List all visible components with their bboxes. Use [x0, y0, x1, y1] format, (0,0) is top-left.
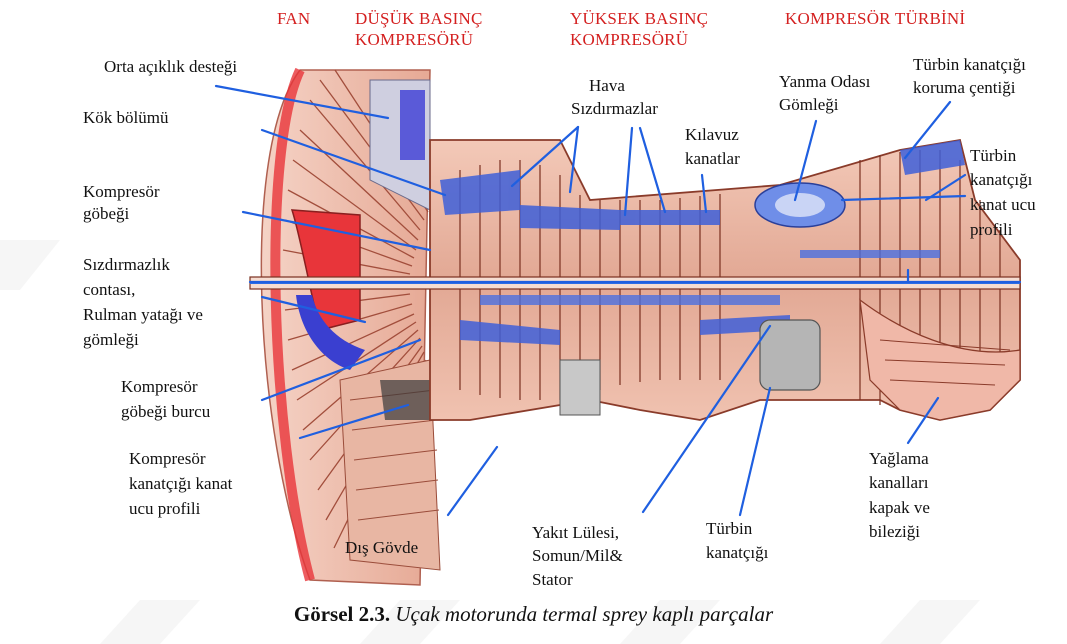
label-kompresor-gobegi-1: Kompresör	[83, 181, 159, 203]
label-yaglama-4: bileziği	[869, 521, 920, 543]
header-turbine: KOMPRESÖR TÜRBİNİ	[785, 8, 965, 30]
label-turbin-profil-2: kanatçığı	[970, 169, 1032, 191]
label-sizdirmazlik-1: Sızdırmazlık	[83, 254, 170, 276]
label-yakit-1: Yakıt Lülesi,	[532, 522, 619, 544]
label-kilavuz-1: Kılavuz	[685, 124, 739, 146]
label-koruma-1: Türbin kanatçığı	[913, 54, 1026, 76]
label-hava-1: Hava	[589, 75, 625, 97]
label-orta-aciklik: Orta açıklık desteği	[104, 56, 237, 78]
label-kilavuz-2: kanatlar	[685, 148, 740, 170]
figure-caption: Görsel 2.3. Uçak motorunda termal sprey …	[0, 602, 1067, 627]
label-kok-bolumu: Kök bölümü	[83, 107, 168, 129]
label-yanma-2: Gömleği	[779, 94, 839, 116]
header-fan: FAN	[277, 8, 310, 30]
header-hpc-line2: KOMPRESÖRÜ	[570, 29, 688, 51]
caption-text: Uçak motorunda termal sprey kaplı parçal…	[395, 602, 773, 626]
label-hava-2: Sızdırmazlar	[571, 98, 658, 120]
label-yanma-1: Yanma Odası	[779, 71, 870, 93]
caption-number: Görsel 2.3.	[294, 602, 390, 626]
label-dis-govde: Dış Gövde	[345, 537, 418, 559]
label-turbin-kanatcigi-2: kanatçığı	[706, 542, 768, 564]
label-turbin-profil-1: Türbin	[970, 145, 1016, 167]
header-hpc-line1: YÜKSEK BASINÇ	[570, 8, 708, 30]
label-kompresor-gobegi-2: göbeği	[83, 203, 129, 225]
label-yakit-2: Somun/Mil&	[532, 545, 623, 567]
label-burcu-1: Kompresör	[121, 376, 197, 398]
label-yaglama-3: kapak ve	[869, 497, 930, 519]
label-yaglama-2: kanalları	[869, 472, 928, 494]
label-burcu-2: göbeği burcu	[121, 401, 210, 423]
label-kanat-ucu-3: ucu profili	[129, 498, 200, 520]
label-yaglama-1: Yağlama	[869, 448, 929, 470]
label-koruma-2: koruma çentiği	[913, 77, 1015, 99]
label-kanat-ucu-2: kanatçığı kanat	[129, 473, 232, 495]
label-turbin-kanatcigi-1: Türbin	[706, 518, 752, 540]
label-sizdirmazlik-4: gömleği	[83, 329, 139, 351]
label-kanat-ucu-1: Kompresör	[129, 448, 205, 470]
label-turbin-profil-4: profili	[970, 219, 1013, 241]
label-turbin-profil-3: kanat ucu	[970, 194, 1036, 216]
header-lpc-line2: KOMPRESÖRÜ	[355, 29, 473, 51]
label-sizdirmazlik-2: contası,	[83, 279, 135, 301]
header-lpc-line1: DÜŞÜK BASINÇ	[355, 8, 483, 30]
label-yakit-3: Stator	[532, 569, 573, 591]
fan-section	[261, 70, 440, 585]
label-sizdirmazlik-3: Rulman yatağı ve	[83, 304, 203, 326]
